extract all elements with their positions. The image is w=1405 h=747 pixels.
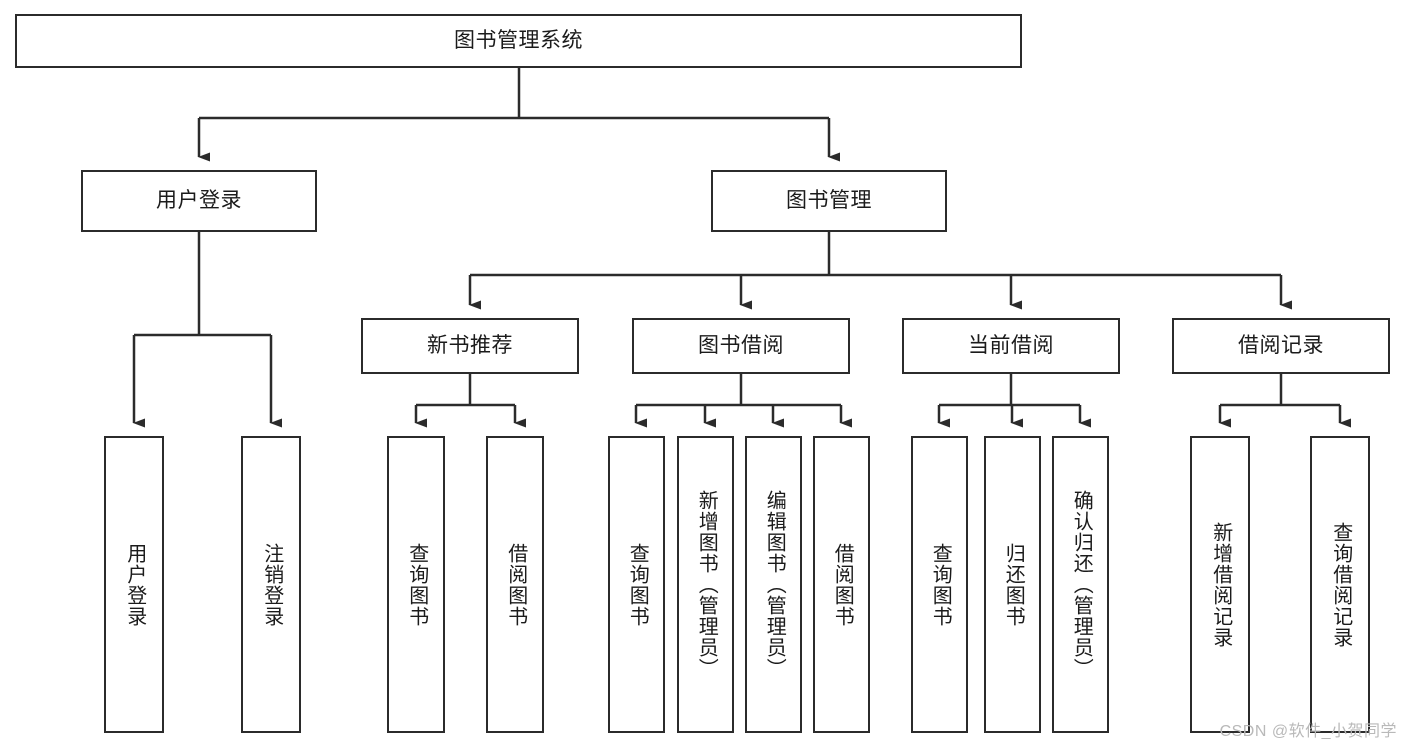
node-level3-图书借阅-label: 图书借阅 bbox=[698, 333, 784, 357]
node-level2-用户登录[interactable]: 用户登录 bbox=[81, 170, 317, 232]
node-leaf-9[interactable]: 归还图书 bbox=[984, 436, 1041, 733]
node-leaf-0[interactable]: 用户登录 bbox=[104, 436, 164, 733]
node-root-图书管理系统[interactable]: 图书管理系统 bbox=[15, 14, 1022, 68]
node-leaf-1-label: 注销登录 bbox=[260, 542, 283, 627]
node-leaf-12-label: 查询借阅记录 bbox=[1329, 521, 1352, 648]
node-leaf-8-label: 查询图书 bbox=[929, 542, 952, 627]
node-leaf-9-label: 归还图书 bbox=[1002, 542, 1025, 627]
node-leaf-1[interactable]: 注销登录 bbox=[241, 436, 301, 733]
node-leaf-5[interactable]: 新增图书（管理员） bbox=[677, 436, 734, 733]
node-leaf-4[interactable]: 查询图书 bbox=[608, 436, 665, 733]
node-root-图书管理系统-label: 图书管理系统 bbox=[454, 28, 583, 52]
node-leaf-7-label: 借阅图书 bbox=[831, 542, 854, 627]
node-level2-图书管理-label: 图书管理 bbox=[786, 188, 872, 212]
node-leaf-0-label: 用户登录 bbox=[123, 542, 146, 627]
node-level3-新书推荐-label: 新书推荐 bbox=[427, 333, 513, 357]
node-leaf-6-label: 编辑图书（管理员） bbox=[763, 490, 786, 679]
node-leaf-2-label: 查询图书 bbox=[405, 542, 428, 627]
node-leaf-12[interactable]: 查询借阅记录 bbox=[1310, 436, 1370, 733]
node-leaf-3-label: 借阅图书 bbox=[504, 542, 527, 627]
node-leaf-11-label: 新增借阅记录 bbox=[1209, 521, 1232, 648]
node-leaf-11[interactable]: 新增借阅记录 bbox=[1190, 436, 1250, 733]
node-leaf-4-label: 查询图书 bbox=[626, 542, 649, 627]
node-leaf-7[interactable]: 借阅图书 bbox=[813, 436, 870, 733]
node-level3-图书借阅[interactable]: 图书借阅 bbox=[632, 318, 850, 374]
node-leaf-8[interactable]: 查询图书 bbox=[911, 436, 968, 733]
node-level2-图书管理[interactable]: 图书管理 bbox=[711, 170, 947, 232]
node-leaf-2[interactable]: 查询图书 bbox=[387, 436, 445, 733]
node-level3-新书推荐[interactable]: 新书推荐 bbox=[361, 318, 579, 374]
node-level3-借阅记录-label: 借阅记录 bbox=[1238, 333, 1324, 357]
node-level3-当前借阅-label: 当前借阅 bbox=[968, 333, 1054, 357]
node-leaf-6[interactable]: 编辑图书（管理员） bbox=[745, 436, 802, 733]
node-level3-借阅记录[interactable]: 借阅记录 bbox=[1172, 318, 1390, 374]
node-leaf-5-label: 新增图书（管理员） bbox=[695, 490, 718, 679]
node-leaf-10-label: 确认归还（管理员） bbox=[1070, 490, 1093, 679]
node-leaf-10[interactable]: 确认归还（管理员） bbox=[1052, 436, 1109, 733]
node-level2-用户登录-label: 用户登录 bbox=[156, 188, 242, 212]
node-level3-当前借阅[interactable]: 当前借阅 bbox=[902, 318, 1120, 374]
node-leaf-3[interactable]: 借阅图书 bbox=[486, 436, 544, 733]
